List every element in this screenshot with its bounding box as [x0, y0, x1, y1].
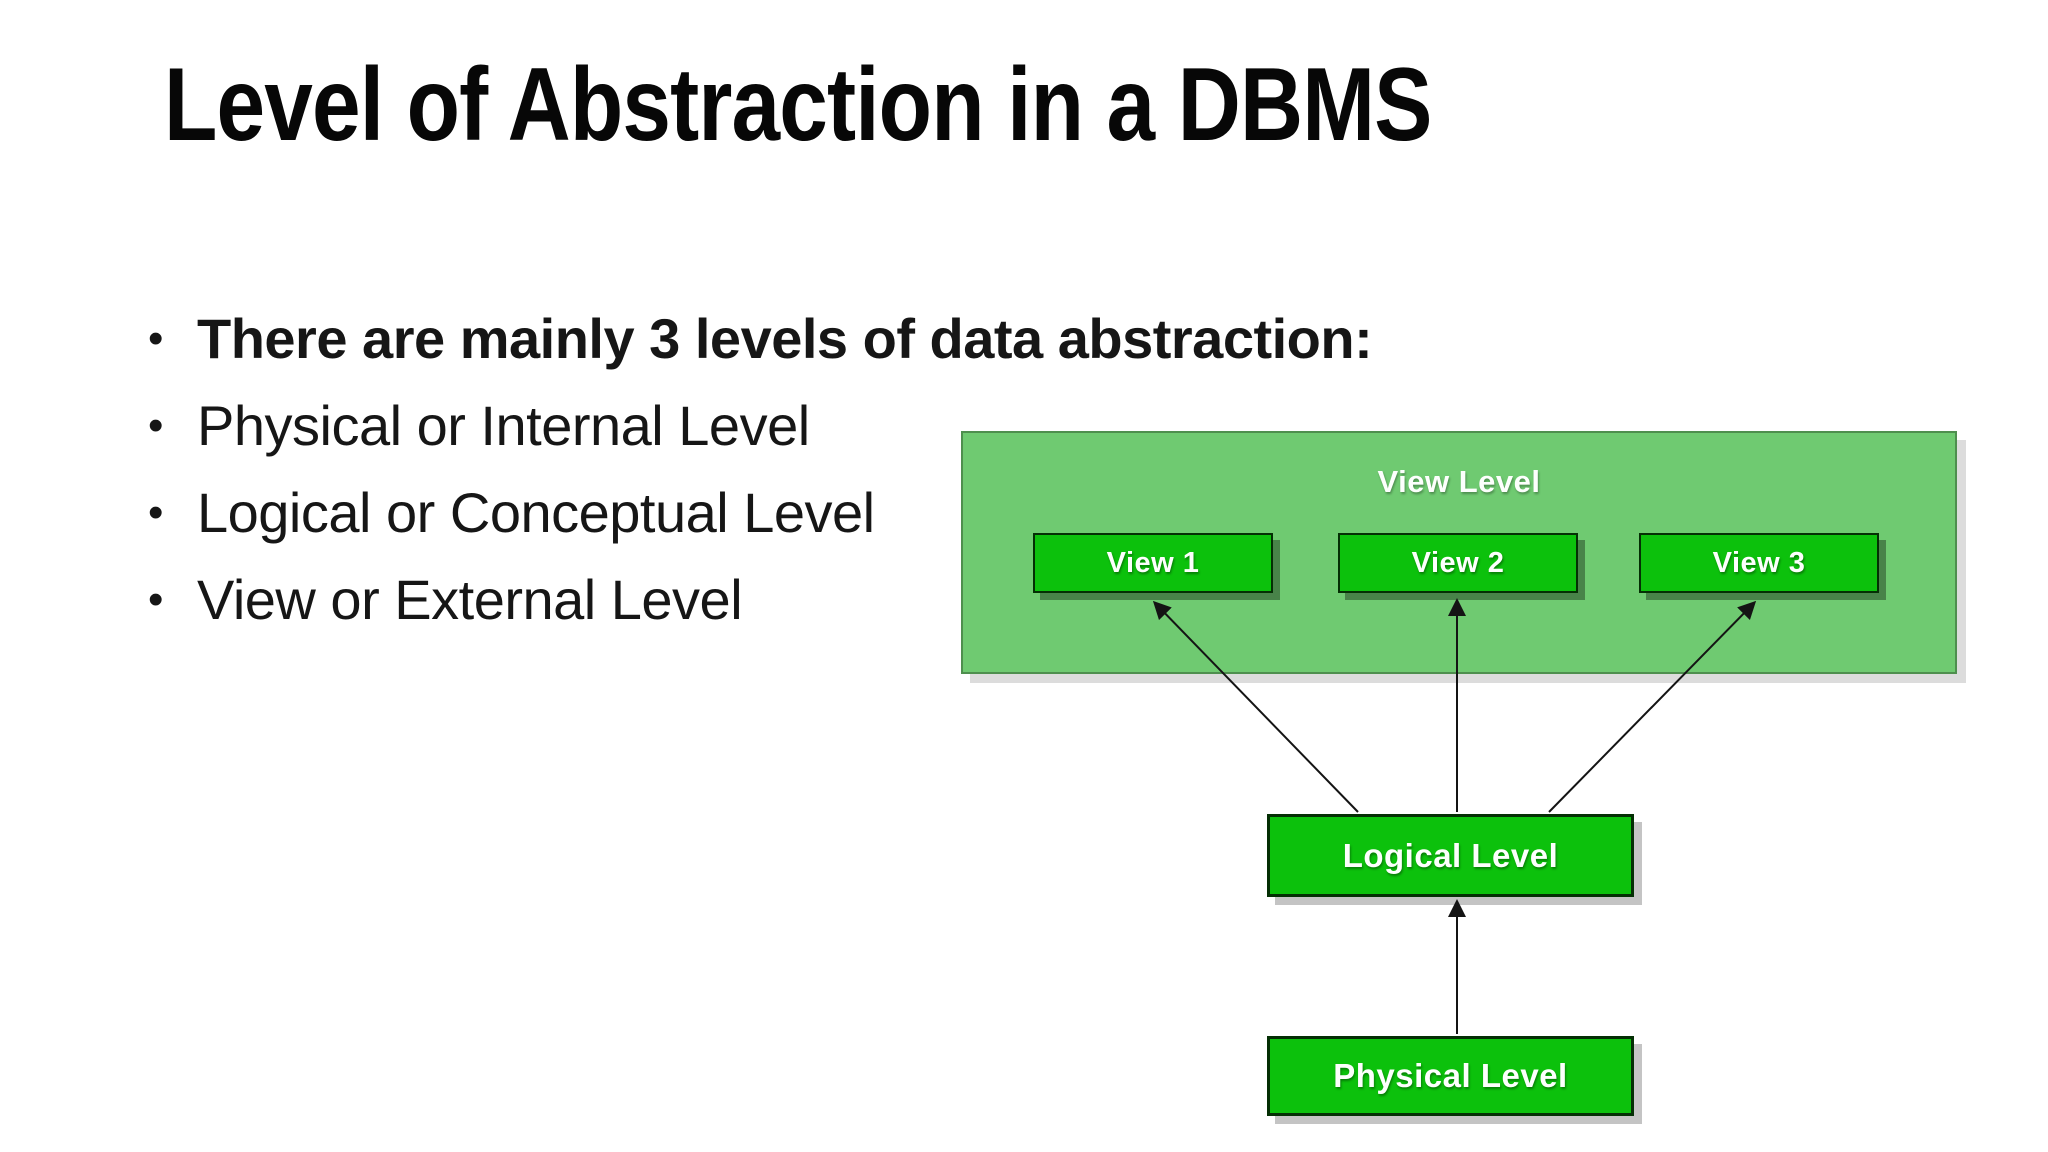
- bullet-dot: •: [148, 488, 164, 537]
- bullet-text-physical: Physical or Internal Level: [197, 394, 810, 457]
- view3-box: View 3: [1639, 533, 1879, 593]
- bullet-item-physical: • Physical or Internal Level: [148, 382, 1372, 469]
- bullet-dot: •: [148, 401, 164, 450]
- bullet-item-intro: • There are mainly 3 levels of data abst…: [148, 295, 1373, 382]
- view1-box: View 1: [1033, 533, 1273, 593]
- bullet-text-intro: There are mainly 3 levels of data abstra…: [197, 307, 1373, 370]
- physical-level-box: Physical Level: [1267, 1036, 1634, 1116]
- bullet-item-view: • View or External Level: [148, 556, 1372, 643]
- view2-box: View 2: [1338, 533, 1578, 593]
- bullet-dot: •: [148, 314, 164, 363]
- view-level-container: View Level View 1 View 2 View 3: [961, 431, 1957, 674]
- logical-level-box: Logical Level: [1267, 814, 1634, 897]
- bullet-dot: •: [148, 575, 164, 624]
- bullet-text-view: View or External Level: [197, 568, 743, 631]
- bullet-list: • There are mainly 3 levels of data abst…: [148, 295, 1373, 643]
- view-level-label: View Level: [1377, 464, 1541, 499]
- bullet-text-logical: Logical or Conceptual Level: [197, 481, 875, 544]
- bullet-item-logical: • Logical or Conceptual Level: [148, 469, 1372, 556]
- page-title: Level of Abstraction in a DBMS: [164, 47, 1432, 163]
